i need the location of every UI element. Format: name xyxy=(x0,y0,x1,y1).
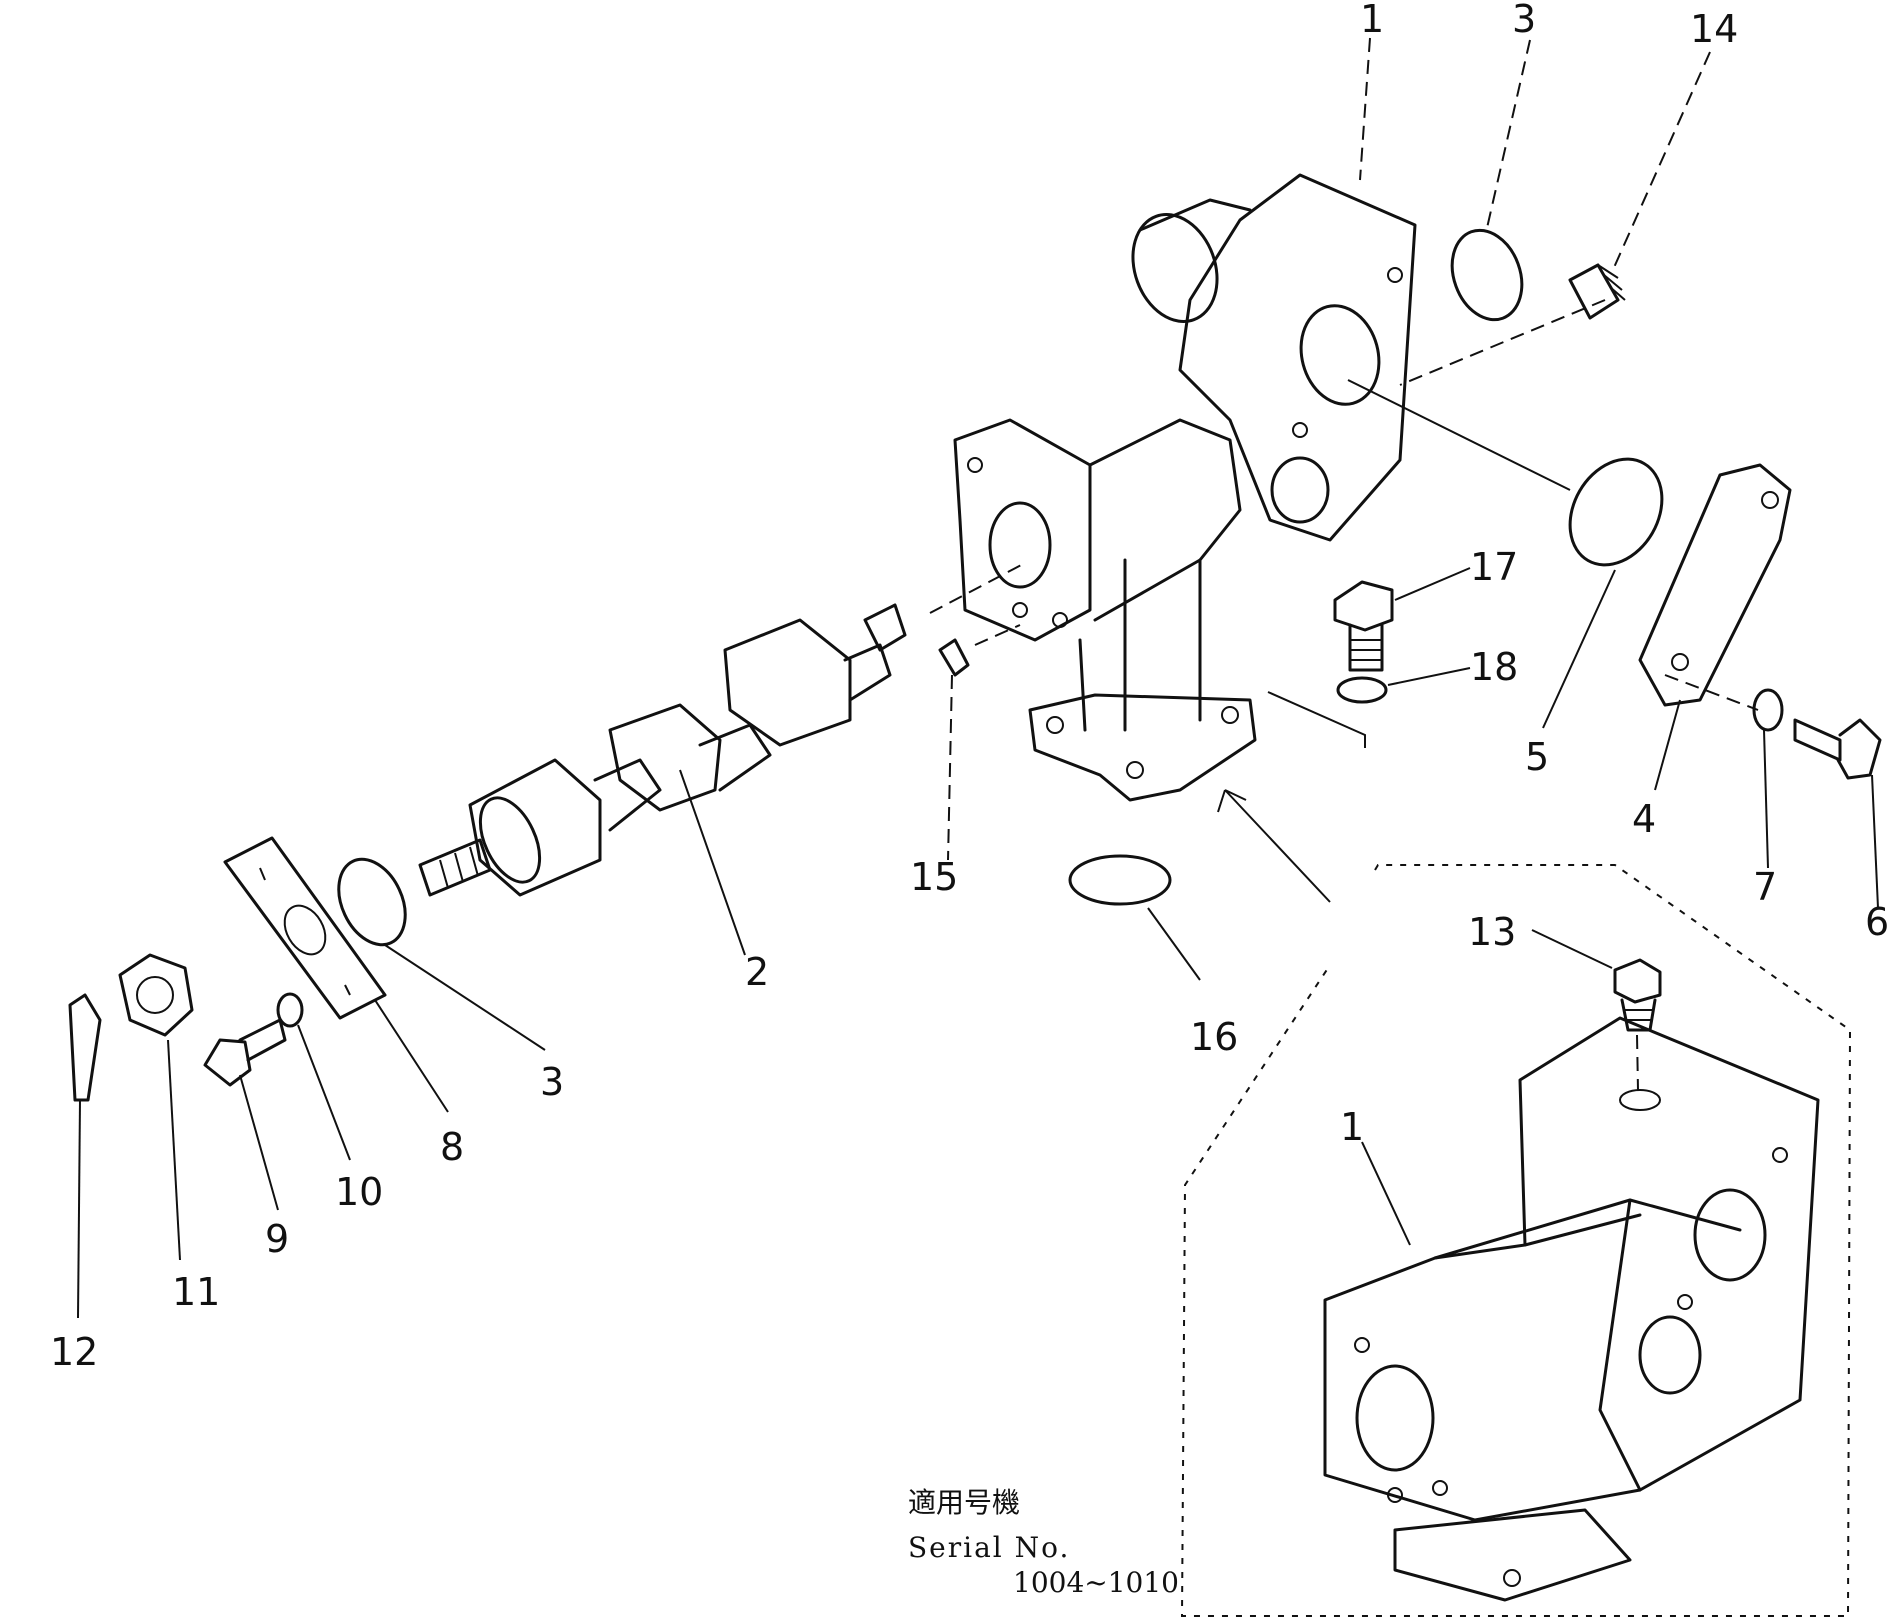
bolt-6 xyxy=(1793,718,1882,780)
detail-view-frame xyxy=(1180,864,1852,1617)
part-label-5: 5 xyxy=(1525,735,1549,779)
part-label-18: 18 xyxy=(1470,645,1518,689)
part-label-6: 6 xyxy=(1865,900,1889,944)
part-label-8: 8 xyxy=(440,1125,464,1169)
part-label-9: 9 xyxy=(265,1217,289,1261)
valve-body-detail xyxy=(1323,1016,1820,1602)
part-label-7: 7 xyxy=(1753,865,1777,909)
part-label-11: 11 xyxy=(172,1270,220,1314)
plate-8 xyxy=(223,836,387,1020)
plug-13 xyxy=(1613,958,1662,1032)
washer-18 xyxy=(1336,676,1388,704)
leader-lines xyxy=(77,37,1879,1319)
washer-10 xyxy=(276,992,304,1028)
part-label-16: 16 xyxy=(1190,1015,1238,1059)
part-label-4: 4 xyxy=(1632,797,1656,841)
part-label-12: 12 xyxy=(50,1330,98,1374)
bolt-17 xyxy=(1333,580,1394,672)
plug-15 xyxy=(938,638,970,677)
part-label-10: 10 xyxy=(335,1170,383,1214)
part-label-17: 17 xyxy=(1470,545,1518,589)
o-ring-3-lower xyxy=(337,857,407,947)
part-label-3: 3 xyxy=(540,1060,564,1104)
plug-14 xyxy=(1568,263,1626,320)
serial-note-label: Serial No. xyxy=(908,1531,1071,1564)
valve-body-main xyxy=(953,173,1417,802)
serial-note-range: 1004~1010 xyxy=(1013,1566,1179,1599)
bolt-9 xyxy=(203,1018,287,1087)
o-ring-3-upper xyxy=(1450,228,1524,322)
part-label-15: 15 xyxy=(910,855,958,899)
part-label-13: 13 xyxy=(1468,910,1516,954)
washer-7 xyxy=(1752,688,1784,732)
o-ring-5 xyxy=(1568,457,1664,567)
cover-plate-4 xyxy=(1638,463,1792,707)
part-label-3: 3 xyxy=(1512,0,1536,41)
part-number-labels: 1 3 14 17 18 5 4 7 6 15 2 16 3 8 10 9 11… xyxy=(50,0,1889,1374)
part-label-1: 1 xyxy=(1340,1105,1364,1149)
cotter-pin-12 xyxy=(68,993,102,1102)
part-label-1: 1 xyxy=(1360,0,1384,41)
part-label-14: 14 xyxy=(1690,7,1738,51)
part-label-2: 2 xyxy=(745,950,769,994)
serial-note-heading: 適用号機 xyxy=(908,1486,1021,1519)
spool-2 xyxy=(418,603,907,897)
o-ring-16 xyxy=(1068,854,1172,906)
serial-number-note: 適用号機 Serial No. 1004~1010 xyxy=(908,1485,1179,1600)
castle-nut-11 xyxy=(118,953,194,1037)
